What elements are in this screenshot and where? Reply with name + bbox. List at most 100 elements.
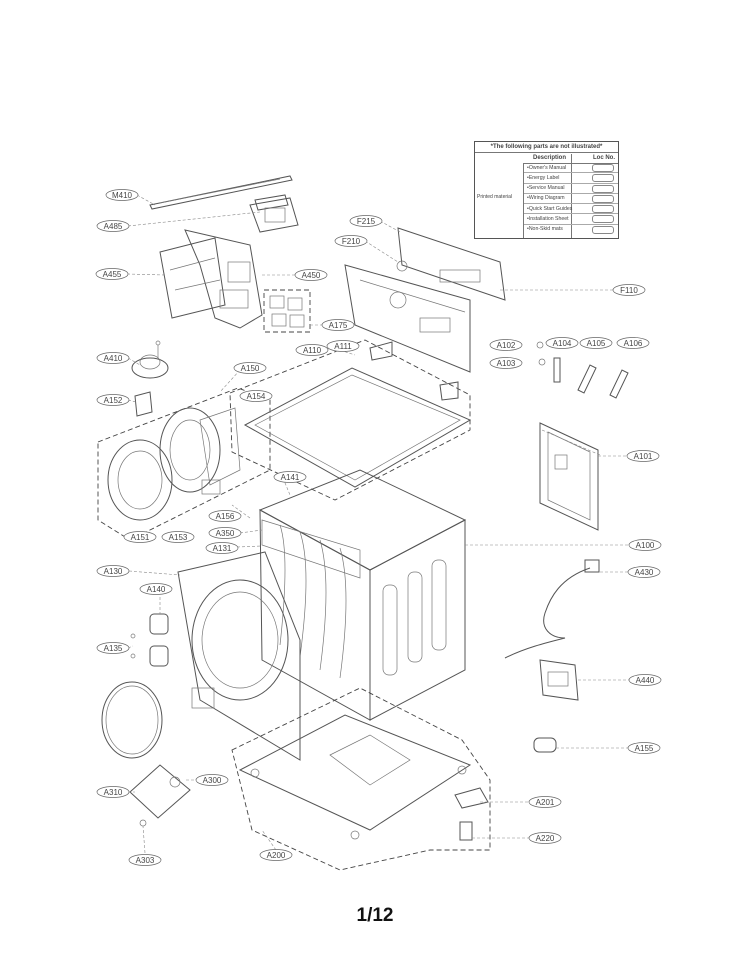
svg-text:A131: A131	[213, 544, 232, 553]
callout-a135: A135	[96, 642, 130, 654]
svg-text:A175: A175	[329, 321, 348, 330]
callout-a105: A105	[579, 337, 613, 349]
table-header: Description Loc No.	[523, 154, 618, 164]
loc-oval	[592, 225, 614, 234]
svg-text:A201: A201	[536, 798, 555, 807]
svg-text:A104: A104	[553, 339, 572, 348]
svg-text:A350: A350	[216, 529, 235, 538]
callout-a153: A153	[161, 531, 195, 543]
table-row: •Wiring Diagram	[524, 194, 618, 205]
callout-a106: A106	[616, 337, 650, 349]
table-title: *The following parts are not illustrated…	[475, 142, 618, 153]
callout-f215: F215	[349, 215, 383, 227]
callout-a485: A485	[96, 220, 130, 232]
part-a130-front-panel	[177, 551, 301, 761]
callout-a152: A152	[96, 394, 130, 406]
leader-lines	[126, 194, 630, 854]
part-a101-rear-cover	[539, 422, 599, 531]
part-control-panel	[344, 227, 506, 373]
callout-a154: A154	[239, 390, 273, 402]
part-a140-latches	[130, 613, 169, 667]
part-a410-pump	[131, 340, 169, 379]
loc-oval	[592, 174, 614, 183]
table-row: •Energy Label	[524, 173, 618, 184]
svg-text:A430: A430	[635, 568, 654, 577]
header-loc: Loc No.	[593, 155, 615, 161]
callout-a111: A111	[326, 340, 360, 352]
svg-text:A200: A200	[267, 851, 286, 860]
table-row: •Owner's Manual	[524, 163, 618, 174]
svg-text:A410: A410	[104, 354, 123, 363]
svg-text:A440: A440	[636, 676, 655, 685]
svg-text:M410: M410	[112, 191, 133, 200]
group-label: Printed material	[477, 194, 513, 200]
svg-text:A135: A135	[104, 644, 123, 653]
callout-a310: A310	[96, 786, 130, 798]
svg-text:A156: A156	[216, 512, 235, 521]
svg-text:A103: A103	[497, 359, 516, 368]
callout-a155: A155	[627, 742, 661, 754]
callout-a131: A131	[205, 542, 239, 554]
table-rows: •Owner's Manual •Energy Label •Service M…	[523, 163, 618, 238]
svg-text:A110: A110	[303, 346, 322, 355]
callout-a175: A175	[321, 319, 355, 331]
svg-text:A220: A220	[536, 834, 555, 843]
loc-oval	[592, 194, 614, 203]
callout-a110: A110	[295, 344, 329, 356]
part-a310-filter-cover	[129, 764, 191, 827]
part-leveling-legs	[454, 787, 489, 841]
page-number: 1/12	[356, 905, 394, 926]
loc-oval	[592, 205, 614, 214]
callout-a156: A156	[208, 510, 242, 522]
callout-a150: A150	[233, 362, 267, 374]
svg-text:A450: A450	[302, 271, 321, 280]
svg-text:A151: A151	[131, 533, 150, 542]
svg-text:A155: A155	[635, 744, 654, 753]
callout-a450: A450	[294, 269, 328, 281]
table-row: •Quick Start Guides	[524, 204, 618, 215]
callout-f210: F210	[334, 235, 368, 247]
svg-text:A140: A140	[147, 585, 166, 594]
part-m410-bracket	[149, 175, 293, 210]
svg-text:A455: A455	[103, 270, 122, 279]
svg-text:A300: A300	[203, 776, 222, 785]
svg-text:A141: A141	[281, 473, 300, 482]
callout-a141: A141	[273, 471, 307, 483]
svg-text:A100: A100	[636, 541, 655, 550]
callout-a201: A201	[528, 796, 562, 808]
part-a155-cap	[533, 737, 557, 753]
part-a135-ring	[101, 681, 163, 759]
loc-oval	[592, 184, 614, 193]
callout-a140: A140	[139, 583, 173, 595]
callout-a100: A100	[628, 539, 662, 551]
svg-text:A106: A106	[624, 339, 643, 348]
callout-a102: A102	[489, 339, 523, 351]
callout-a303: A303	[128, 854, 162, 866]
not-illustrated-parts-table: *The following parts are not illustrated…	[474, 141, 619, 239]
table-divider	[571, 154, 572, 238]
loc-oval	[592, 215, 614, 224]
callout-a455: A455	[95, 268, 129, 280]
table-row: •Service Manual	[524, 184, 618, 194]
svg-text:A154: A154	[247, 392, 266, 401]
table-row: •Non-Skid mats	[524, 225, 618, 234]
callout-a200: A200	[259, 849, 293, 861]
callout-a430: A430	[627, 566, 661, 578]
svg-text:A153: A153	[169, 533, 188, 542]
part-a175-clips	[263, 289, 311, 333]
svg-text:A102: A102	[497, 341, 516, 350]
callout-a410: A410	[96, 352, 130, 364]
part-door-assembly	[97, 387, 271, 541]
loc-oval	[592, 164, 614, 172]
callout-a130: A130	[96, 565, 130, 577]
callout-a350: A350	[208, 527, 242, 539]
callout-a151: A151	[123, 531, 157, 543]
part-a110-top-plate	[229, 339, 472, 501]
svg-text:F110: F110	[620, 286, 638, 295]
svg-text:A152: A152	[104, 396, 123, 405]
svg-text:F215: F215	[357, 217, 376, 226]
svg-text:A105: A105	[587, 339, 606, 348]
part-a440-filter	[539, 659, 579, 701]
callout-a104: A104	[545, 337, 579, 349]
callout-a220: A220	[528, 832, 562, 844]
